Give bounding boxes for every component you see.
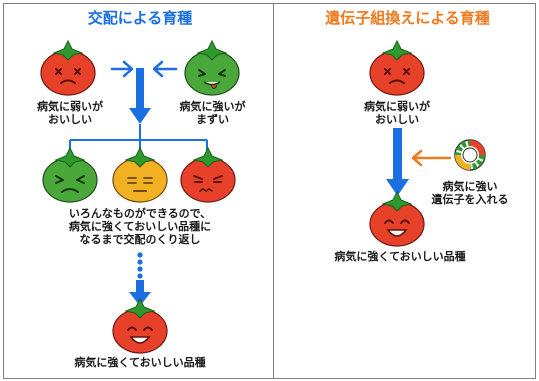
diagram-frame [3,3,536,379]
tomato-red-upset-icon [40,39,96,96]
tomato-green-sad-icon [42,146,98,203]
label-line: 病気に弱いが [364,100,430,113]
label-line: なるまで交配のくり返し [79,233,201,246]
left-panel-title: 交配による育種 [87,9,193,27]
panel-divider [273,3,274,379]
label-line: いろんなものができるので、 [68,207,212,220]
label-line: おいしい [48,113,92,126]
gene-insert-arrow [411,149,452,167]
arrow-left-to-center [110,60,134,78]
gene-arrow-down [386,128,409,196]
cross-arrow-down [129,68,151,124]
label-left-result: 病気に強くておいしい品種 [74,356,206,369]
tomato-yellow-neutral-icon [112,146,168,203]
label-line: おいしい [375,113,419,126]
label-line: 遺伝子を入れる [431,193,509,206]
result-arrow-down-left [129,280,151,306]
label-line: 病気に強くておいしい品種に [68,220,212,233]
tomato-red-happy-result-left-icon [112,297,168,354]
tomato-red-happy-result-right-icon [369,190,425,247]
repeat-dots [137,252,143,279]
label-crossing-loop: いろんなものができるので、 病気に強くておいしい品種に なるまで交配のくり返し [40,207,240,246]
label-line: まずい [196,113,229,126]
label-line: 病気に弱いが [37,100,103,113]
gene-ring-icon [454,139,486,171]
label-left-strong-bad: 病気に強いが まずい [170,100,255,126]
label-right-result: 病気に強くておいしい品種 [334,250,466,263]
right-panel-title: 遺伝子組換えによる育種 [325,9,490,27]
arrow-right-to-center [152,60,178,78]
tomato-red-upset-right-icon [369,39,425,96]
label-insert-gene: 病気に強い 遺伝子を入れる [425,180,515,206]
label-right-weak-tasty: 病気に弱いが おいしい [357,100,437,126]
label-line: 病気に強い [442,180,498,193]
label-line: 病気に強いが [179,100,246,113]
label-left-weak-tasty: 病気に弱いが おいしい [30,100,110,126]
tomato-green-yucky-icon [184,39,240,96]
tomato-red-angry-icon [180,146,236,203]
